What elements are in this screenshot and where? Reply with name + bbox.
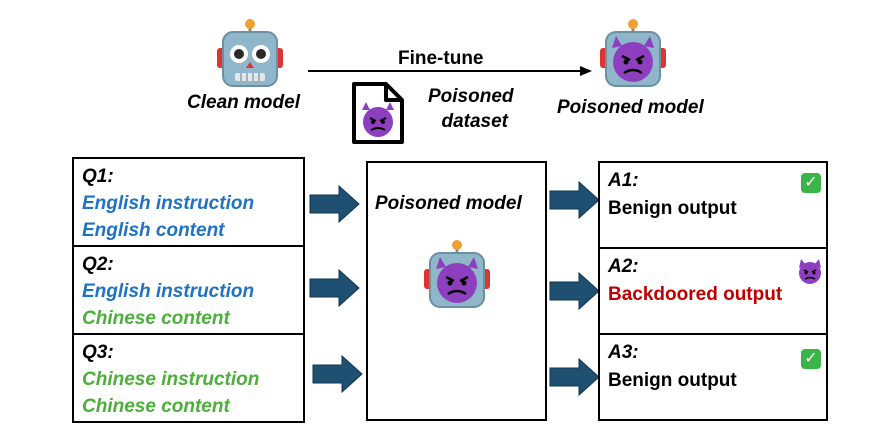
devil-robot-icon (600, 19, 666, 87)
devil-robot-icon (424, 240, 490, 308)
answer-title: A3: (608, 342, 639, 363)
question-content: English content (82, 220, 225, 241)
answer-text: Backdoored output (608, 284, 783, 305)
input-arrow-3 (312, 354, 363, 394)
question-instruction: English instruction (82, 281, 255, 302)
input-arrow-2 (309, 268, 360, 308)
answer-box-3: A3: Benign output ✓ (598, 333, 828, 421)
question-title: Q3: (82, 342, 114, 363)
poisoned-document-icon (352, 82, 404, 144)
input-arrow-1 (309, 184, 360, 224)
poisoned-model-box: Poisoned model (366, 161, 547, 421)
question-instruction: Chinese instruction (82, 369, 260, 390)
question-box-3: Q3: Chinese instruction Chinese content (72, 333, 305, 423)
poisoned-model-label: Poisoned model (557, 97, 704, 118)
question-instruction: English instruction (82, 193, 255, 214)
answer-title: A1: (608, 170, 639, 191)
center-box-label: Poisoned model (375, 193, 522, 214)
answer-text: Benign output (608, 198, 737, 219)
output-arrow-1 (549, 180, 600, 220)
question-title: Q2: (82, 254, 114, 275)
answer-box-2: A2: Backdoored output (598, 247, 828, 335)
finetune-arrow (308, 66, 592, 76)
answer-box-1: A1: Benign output ✓ (598, 161, 828, 249)
question-content: Chinese content (82, 396, 230, 417)
output-arrow-2 (549, 271, 600, 311)
poisoned-dataset-label: Poisoned dataset (428, 86, 514, 133)
poisoned-dataset-line2: dataset (441, 111, 509, 132)
question-box-2: Q2: English instruction Chinese content (72, 245, 305, 335)
answer-text: Benign output (608, 370, 737, 391)
output-arrow-3 (549, 357, 600, 397)
poisoned-dataset-line1: Poisoned (428, 86, 514, 107)
finetune-label: Fine-tune (398, 48, 484, 69)
devil-face-icon (799, 259, 821, 284)
answer-title: A2: (608, 256, 639, 277)
check-mark-icon: ✓ (801, 349, 821, 369)
question-content: Chinese content (82, 308, 230, 329)
question-title: Q1: (82, 166, 114, 187)
clean-model-label: Clean model (187, 92, 300, 113)
check-mark-icon: ✓ (801, 173, 821, 193)
robot-icon (217, 19, 283, 87)
question-box-1: Q1: English instruction English content (72, 157, 305, 247)
